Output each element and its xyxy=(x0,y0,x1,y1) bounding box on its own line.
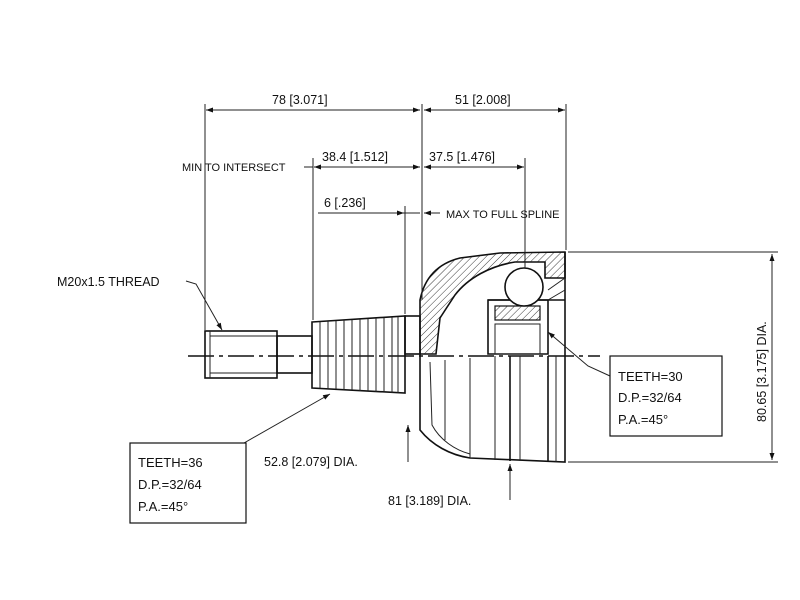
dim-housing-dia: 80.65 [3.175] DIA. xyxy=(755,321,769,422)
dim-min-to-intersect-label: MIN TO INTERSECT xyxy=(182,162,286,174)
inner-spline-dp: D.P.=32/64 xyxy=(618,390,682,405)
inner-spline-teeth: TEETH=30 xyxy=(618,369,683,384)
dim-thread: M20x1.5 THREAD xyxy=(57,275,160,289)
dim-joint-length: 51 [2.008] xyxy=(455,93,511,107)
dimension-lines xyxy=(206,107,775,460)
inner-spline-spec-box: TEETH=30 D.P.=32/64 P.A.=45° xyxy=(609,355,723,437)
dim-min-to-intersect: 38.4 [1.512] xyxy=(322,150,388,164)
housing-elevation xyxy=(419,354,566,463)
dim-center-offset: 37.5 [1.476] xyxy=(429,150,495,164)
extension-lines xyxy=(204,104,778,463)
outer-spline-pa: P.A.=45° xyxy=(138,499,188,514)
threaded-stub xyxy=(204,330,313,379)
splined-shaft xyxy=(311,315,421,394)
dim-overall-length: 78 [3.071] xyxy=(272,93,328,107)
dim-max-full-spline-value: 6 [.236] xyxy=(324,196,366,210)
ball xyxy=(504,267,544,307)
dim-seal-dia: 52.8 [2.079] DIA. xyxy=(264,455,358,469)
dim-max-full-spline-label: MAX TO FULL SPLINE xyxy=(446,209,560,221)
outer-spline-dp: D.P.=32/64 xyxy=(138,477,202,492)
outer-spline-spec-box: TEETH=36 D.P.=32/64 P.A.=45° xyxy=(129,442,247,524)
housing-section xyxy=(419,251,566,355)
inner-spline-pa: P.A.=45° xyxy=(618,412,668,427)
outer-spline-teeth: TEETH=36 xyxy=(138,455,203,470)
dim-outer-dia: 81 [3.189] DIA. xyxy=(388,494,471,508)
